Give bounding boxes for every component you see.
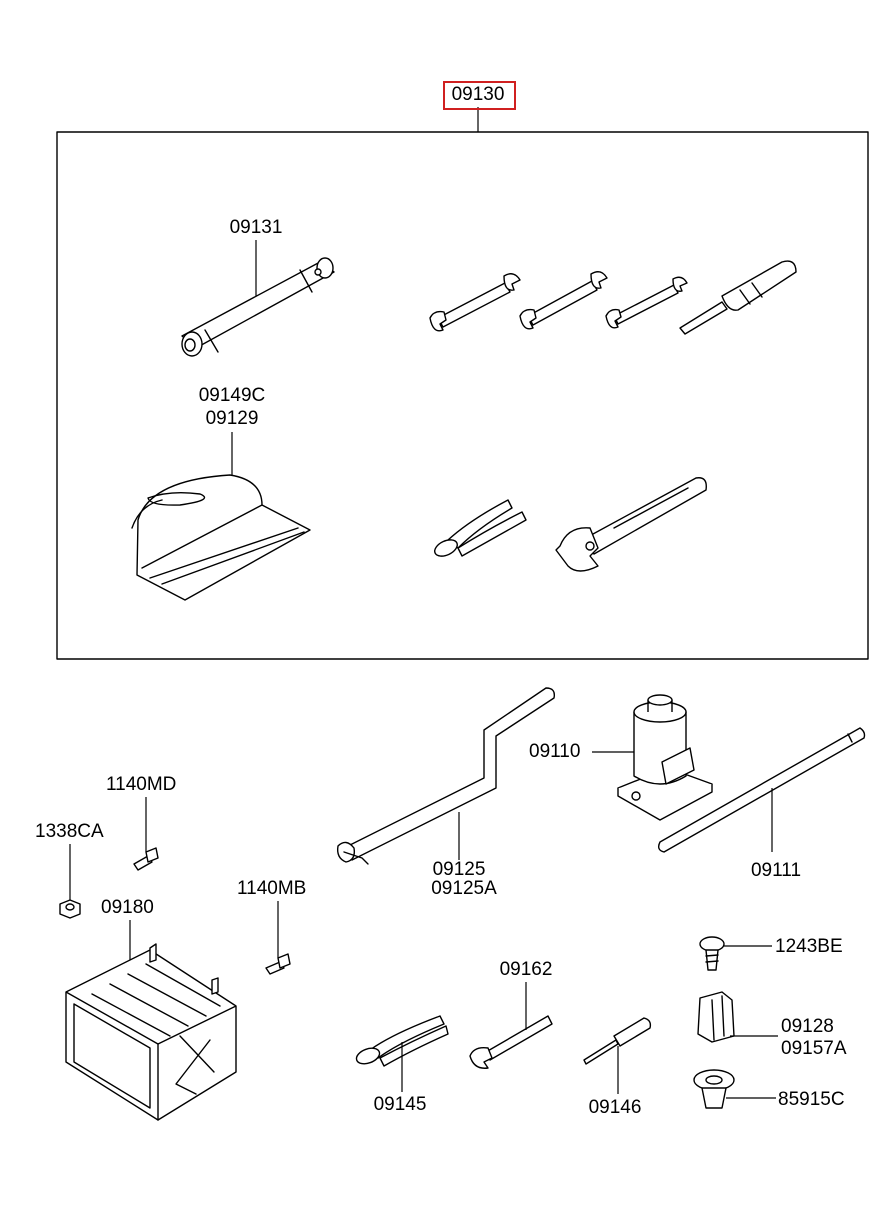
part-label-85915c[interactable]: 85915C bbox=[778, 1089, 845, 1110]
bolt-1140mb-drawing bbox=[265, 953, 291, 975]
screw-1243be-drawing bbox=[699, 936, 725, 971]
part-label-1338ca[interactable]: 1338CA bbox=[35, 821, 104, 842]
clip-09128-drawing bbox=[697, 991, 735, 1043]
tool-tray-drawing bbox=[65, 943, 237, 1121]
adjustable-wrench-drawing bbox=[555, 477, 707, 572]
part-label-1140md[interactable]: 1140MD bbox=[106, 774, 177, 795]
spanner-wrenches-drawing bbox=[429, 271, 688, 332]
extension-rod-drawing bbox=[657, 727, 866, 853]
part-label-09125a[interactable]: 09125A bbox=[431, 878, 497, 899]
part-label-09125[interactable]: 09125 bbox=[432, 859, 486, 880]
highlight-box bbox=[443, 81, 516, 110]
part-label-09180[interactable]: 09180 bbox=[101, 897, 154, 918]
jack-handle-drawing bbox=[336, 687, 556, 865]
bolt-1140md-drawing bbox=[133, 847, 159, 871]
part-label-09146[interactable]: 09146 bbox=[588, 1097, 642, 1118]
part-label-09129[interactable]: 09129 bbox=[205, 408, 259, 429]
fastener-85915c-drawing bbox=[693, 1069, 735, 1109]
part-label-09111[interactable]: 09111 bbox=[750, 860, 802, 881]
part-label-09149c[interactable]: 09149C bbox=[198, 385, 266, 406]
bottle-jack-drawing bbox=[617, 694, 713, 821]
tool-bag-drawing bbox=[131, 474, 311, 601]
wrench-09162-drawing bbox=[469, 1015, 553, 1069]
part-label-1140mb[interactable]: 1140MB bbox=[237, 878, 307, 899]
part-label-09145[interactable]: 09145 bbox=[373, 1094, 427, 1115]
socket-wrench-drawing bbox=[181, 257, 335, 357]
part-label-09130[interactable]: 09130 bbox=[451, 84, 505, 105]
screwdriver-09146-drawing bbox=[583, 1017, 652, 1065]
part-label-09157a[interactable]: 09157A bbox=[781, 1038, 847, 1059]
pliers-09145-drawing bbox=[355, 1015, 449, 1067]
part-label-09128[interactable]: 09128 bbox=[781, 1016, 834, 1037]
part-label-1243be[interactable]: 1243BE bbox=[775, 936, 843, 957]
screwdriver-drawing bbox=[679, 260, 797, 335]
part-label-09162[interactable]: 09162 bbox=[499, 959, 553, 980]
part-label-09110[interactable]: 09110 bbox=[529, 741, 581, 762]
part-label-09131[interactable]: 09131 bbox=[229, 217, 283, 238]
pliers-drawing bbox=[434, 499, 527, 557]
nut-1338ca-drawing bbox=[59, 899, 81, 919]
tool-kit-frame bbox=[56, 131, 869, 660]
